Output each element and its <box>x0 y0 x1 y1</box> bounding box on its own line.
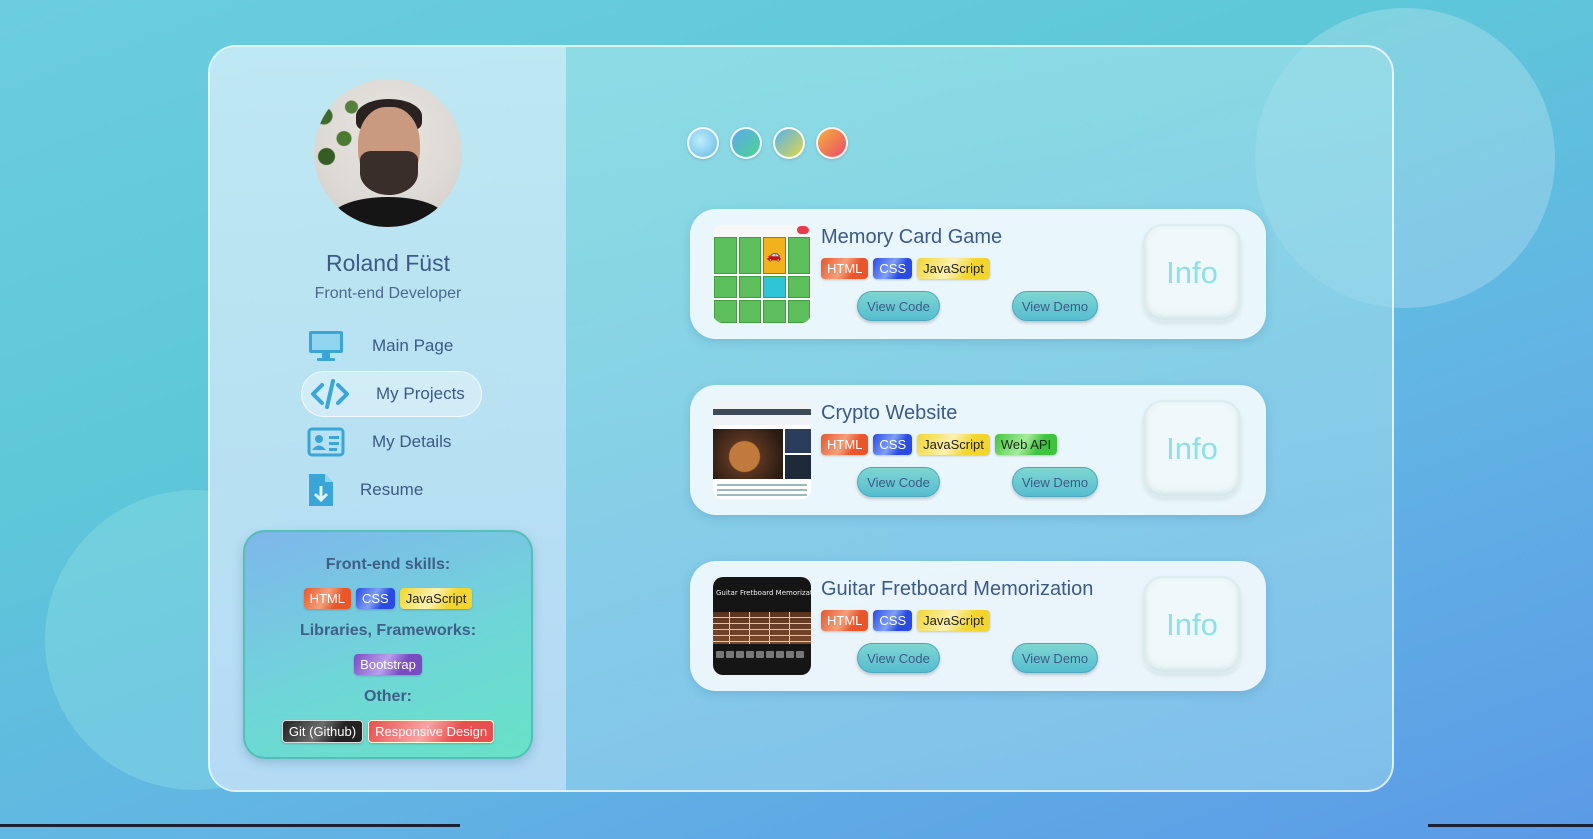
avatar <box>314 79 462 227</box>
skill-tag-css: CSS <box>355 588 395 609</box>
skill-tag-responsive-design: Responsive Design <box>368 720 495 743</box>
theme-blue-button[interactable] <box>687 127 719 159</box>
skill-tag-html: HTML <box>303 588 351 609</box>
nav-item-label: Main Page <box>372 336 454 355</box>
library-tags: Bootstrap <box>245 654 531 675</box>
profile-name: Roland Füst <box>325 250 450 276</box>
nav-item-label: My Projects <box>376 384 465 403</box>
view-demo-button[interactable]: View Demo <box>1012 467 1098 497</box>
project-thumbnail: 🚗 <box>713 225 811 323</box>
nav-item-main-page[interactable]: Main Page <box>306 323 453 369</box>
other-skill-tags: Git (Github) Responsive Design <box>245 720 531 743</box>
id-card-icon <box>306 424 346 460</box>
tag-css: CSS <box>873 610 913 631</box>
frontend-skill-tags: HTML CSS JavaScript <box>245 588 531 609</box>
project-card-memory-game: 🚗 Memory Card Game HTML CSS JavaScript V… <box>690 209 1266 339</box>
theme-green-button[interactable] <box>730 127 762 159</box>
skill-tag-bootstrap: Bootstrap <box>354 654 422 675</box>
thumbnail-title: Guitar Fretboard Memorizat <box>716 589 811 597</box>
project-title: Memory Card Game <box>821 226 1003 248</box>
nav-item-my-details[interactable]: My Details <box>306 419 451 465</box>
info-button[interactable]: Info <box>1143 576 1241 674</box>
project-card-guitar-fretboard: Guitar Fretboard Memorizat Guitar Fretbo… <box>690 561 1266 691</box>
project-title: Guitar Fretboard Memorization <box>821 578 1094 600</box>
other-heading: Other: <box>364 688 412 705</box>
skills-heading: Front-end skills: <box>325 556 451 573</box>
tag-javascript: JavaScript <box>917 434 990 455</box>
bottom-strip <box>0 824 460 827</box>
nav-item-resume[interactable]: Resume <box>306 467 423 513</box>
bottom-strip <box>1428 824 1593 827</box>
tag-web-api: Web API <box>994 434 1058 455</box>
tag-javascript: JavaScript <box>917 258 990 279</box>
tag-html: HTML <box>821 610 869 631</box>
project-tags: HTML CSS JavaScript Web API <box>821 434 1058 455</box>
project-title: Crypto Website <box>821 402 958 424</box>
code-icon <box>310 376 350 412</box>
tag-css: CSS <box>873 258 913 279</box>
tag-css: CSS <box>873 434 913 455</box>
nav-item-label: My Details <box>372 432 452 451</box>
theme-red-button[interactable] <box>816 127 848 159</box>
skills-panel: Front-end skills: HTML CSS JavaScript Li… <box>243 530 533 759</box>
info-button[interactable]: Info <box>1143 400 1241 498</box>
project-thumbnail: Guitar Fretboard Memorizat <box>713 577 811 675</box>
tag-javascript: JavaScript <box>917 610 990 631</box>
file-download-icon <box>306 472 336 508</box>
nav-item-my-projects[interactable]: My Projects <box>301 371 482 417</box>
sidebar: Roland Füst Front-end Developer Main Pag… <box>210 47 566 790</box>
skill-tag-javascript: JavaScript <box>399 588 473 609</box>
tag-html: HTML <box>821 258 869 279</box>
profile-role: Front-end Developer <box>314 285 462 302</box>
view-demo-button[interactable]: View Demo <box>1012 291 1098 321</box>
view-demo-button[interactable]: View Demo <box>1012 643 1098 673</box>
monitor-icon <box>306 328 346 364</box>
theme-yellow-button[interactable] <box>773 127 805 159</box>
project-card-crypto-website: Crypto Website HTML CSS JavaScript Web A… <box>690 385 1266 515</box>
view-code-button[interactable]: View Code <box>857 643 940 673</box>
theme-switcher <box>687 127 848 159</box>
info-button[interactable]: Info <box>1143 224 1241 322</box>
project-tags: HTML CSS JavaScript <box>821 258 990 279</box>
tag-html: HTML <box>821 434 869 455</box>
view-code-button[interactable]: View Code <box>857 467 940 497</box>
libraries-heading: Libraries, Frameworks: <box>299 622 477 639</box>
project-tags: HTML CSS JavaScript <box>821 610 990 631</box>
view-code-button[interactable]: View Code <box>857 291 940 321</box>
nav-item-label: Resume <box>360 480 424 499</box>
skill-tag-git: Git (Github) <box>281 720 364 743</box>
project-thumbnail <box>713 401 811 499</box>
